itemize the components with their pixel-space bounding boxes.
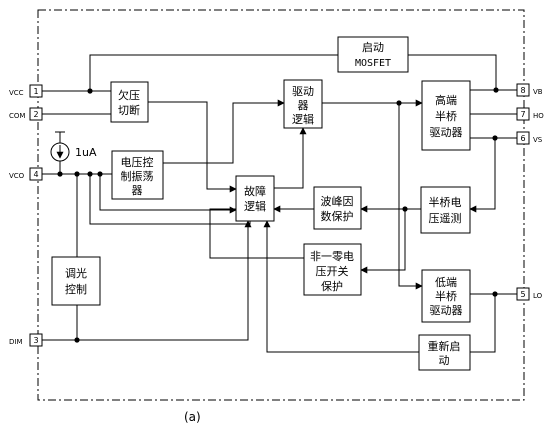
junction-dots <box>57 87 499 343</box>
pin-vco-num: 4 <box>33 170 38 179</box>
driver-logic-block: 驱动 器 逻辑 <box>283 79 323 129</box>
high-side-driver-block: 高端 半桥 驱动器 <box>421 80 471 151</box>
low-side-line2: 半桥 <box>435 289 457 303</box>
non-zero-voltage-block: 非一零电 压开关 保护 <box>303 243 362 296</box>
low-side-line1: 低端 <box>435 276 457 289</box>
wire-vco-loop-1 <box>99 174 237 214</box>
startup-line1: 启动 <box>362 41 384 54</box>
current-source-label: 1uA <box>75 146 97 159</box>
pin-dim-num: 3 <box>33 336 38 345</box>
chip-outline <box>37 9 525 401</box>
pin-vcc-label: VCC <box>9 89 24 97</box>
wire-nzv-to-osc <box>209 208 304 259</box>
wire-restart-to-fault <box>263 220 419 353</box>
pin-vcc: VCC 1 <box>9 84 43 98</box>
pin-vcc-num: 1 <box>33 87 38 96</box>
pin-vb: 8 VB <box>516 83 543 97</box>
wire-vco-to-driver <box>163 99 285 164</box>
high-side-line3: 驱动器 <box>430 126 463 139</box>
pin-vs-label: VS <box>533 136 543 144</box>
pin-lo: 5 LO <box>516 287 543 301</box>
uvlo-block: 欠压 切断 <box>110 81 149 123</box>
uvlo-line1: 欠压 <box>118 88 140 102</box>
low-side-driver-block: 低端 半桥 驱动器 <box>421 269 471 323</box>
figure-caption: (a) <box>184 410 201 424</box>
nzv-line1: 非一零电 <box>310 250 354 263</box>
wire-uvlo-to-fault <box>148 101 237 193</box>
vco-line3: 器 <box>132 184 143 197</box>
fault-logic-block: 故障 逻辑 <box>235 175 275 222</box>
pin-dim-label: DIM <box>9 338 23 346</box>
startup-line2: MOSFET <box>355 58 391 69</box>
pin-com-label: COM <box>9 112 25 120</box>
dimming-line2: 控制 <box>65 282 87 296</box>
wire-sense-to-nzv <box>360 209 406 274</box>
pin-vs: 6 VS <box>516 131 543 145</box>
fault-logic-line2: 逻辑 <box>244 199 266 213</box>
current-source-icon: 1uA <box>50 131 97 162</box>
wire-dim-pin <box>42 220 252 341</box>
hb-sense-line2: 压遥测 <box>429 212 462 225</box>
wire-vcc-to-startup <box>89 54 338 91</box>
restart-line1: 重新启 <box>428 339 461 353</box>
pin-vco: VCO 4 <box>9 167 43 181</box>
nzv-line3: 保护 <box>321 279 343 293</box>
pin-vb-label: VB <box>533 88 543 96</box>
wire-lo-to-restart <box>470 294 496 353</box>
vco-oscillator-block: 电压控 制振荡 器 <box>111 150 164 200</box>
wire-startup-to-vb <box>408 54 517 91</box>
pin-vco-label: VCO <box>9 172 25 180</box>
pin-ho-label: HO <box>533 112 544 120</box>
fault-logic-line1: 故障 <box>244 184 266 198</box>
high-side-line1: 高端 <box>435 93 457 107</box>
dimming-line1: 调光 <box>65 266 87 280</box>
pin-vb-num: 8 <box>520 86 525 95</box>
dimming-control-block: 调光 控制 <box>51 256 101 306</box>
wire-vs-to-sense <box>469 138 496 213</box>
pin-vs-num: 6 <box>520 134 525 143</box>
vco-line1: 电压控 <box>121 155 154 169</box>
wire-driver-to-low <box>398 103 423 290</box>
crest-factor-line2: 数保护 <box>321 209 354 223</box>
driver-logic-line3: 逻辑 <box>292 112 314 126</box>
pin-ho: 7 HO <box>516 107 544 121</box>
restart-line2: 动 <box>439 354 450 367</box>
uvlo-line2: 切断 <box>118 103 140 117</box>
crest-factor-line1: 波峰因 <box>321 195 354 208</box>
low-side-line3: 驱动器 <box>430 304 463 317</box>
pin-com-num: 2 <box>33 110 38 119</box>
driver-logic-line2: 器 <box>298 99 309 112</box>
wire-fault-to-driver <box>274 127 307 189</box>
pin-com: COM 2 <box>9 107 43 121</box>
hb-sense-line1: 半桥电 <box>429 195 462 209</box>
pin-lo-label: LO <box>533 292 543 300</box>
pin-lo-num: 5 <box>520 290 525 299</box>
nzv-line2: 压开关 <box>316 264 349 278</box>
driver-logic-line1: 驱动 <box>292 85 314 98</box>
vco-line2: 制振荡 <box>121 169 154 183</box>
pin-dim: DIM 3 <box>9 333 43 347</box>
crest-factor-block: 波峰因 数保护 <box>313 186 362 230</box>
pin-ho-num: 7 <box>520 110 525 119</box>
restart-block: 重新启 动 <box>418 334 471 371</box>
high-side-line2: 半桥 <box>435 109 457 123</box>
half-bridge-sense-block: 半桥电 压遥测 <box>420 186 471 234</box>
startup-mosfet-block: 启动 MOSFET <box>337 36 409 73</box>
